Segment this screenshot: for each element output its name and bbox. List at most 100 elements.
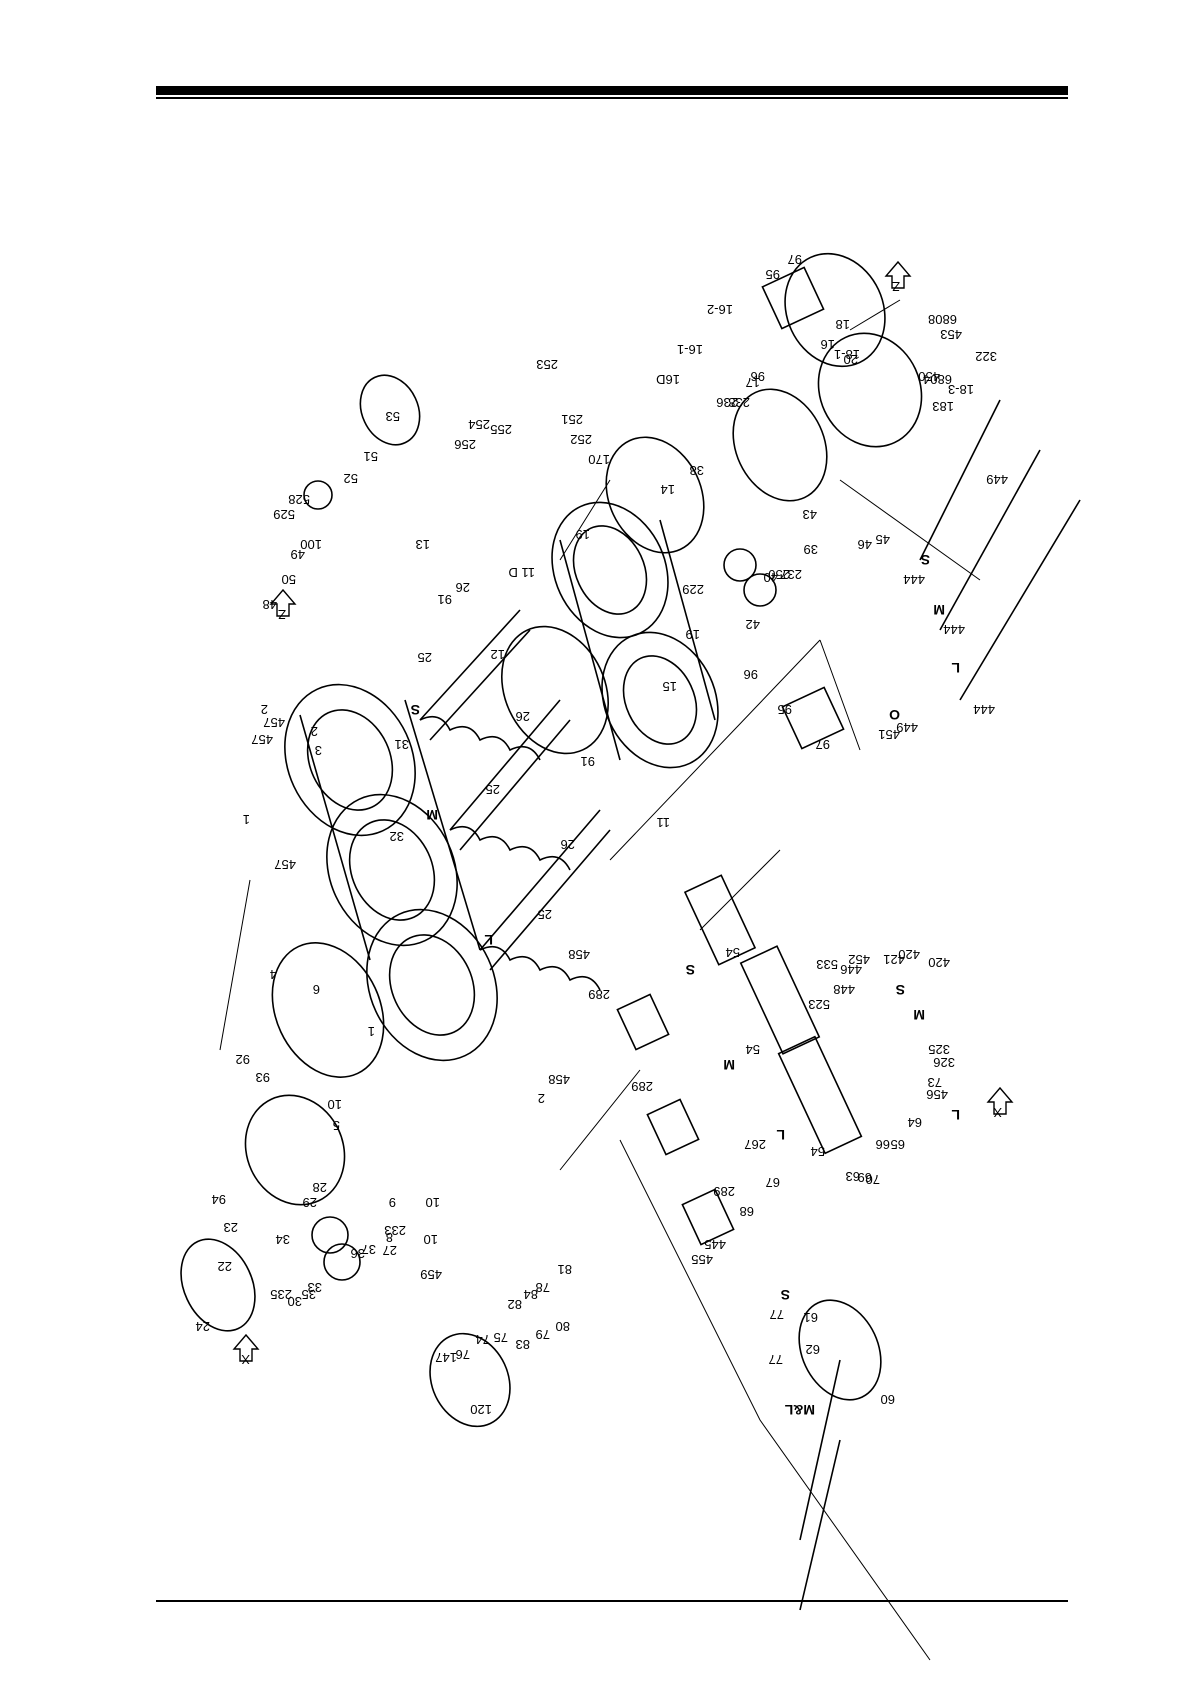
housing-stack-upper [284, 683, 498, 1062]
end-cover-92 [244, 1094, 346, 1206]
rod-444-s [919, 399, 1001, 561]
arrow-X-left: X [232, 1333, 260, 1367]
label-p13: 13 [416, 537, 430, 552]
label-p256: 256 [454, 437, 476, 452]
label-p51: 51 [364, 449, 378, 464]
label-p16: 16 [821, 337, 835, 352]
label-p49: 49 [291, 547, 305, 562]
label-p42: 42 [746, 617, 760, 632]
series-M-valve: M [723, 1057, 735, 1073]
label-p15: 15 [663, 679, 677, 694]
label-p60: 60 [881, 1392, 895, 1407]
label-p30: 30 [288, 1294, 302, 1309]
rod-444-l [959, 499, 1081, 701]
label-p289: 289 [588, 987, 610, 1002]
label-p120: 120 [470, 1402, 492, 1417]
label-p255: 255 [490, 422, 512, 437]
label-p4: 4 [270, 967, 277, 982]
label-p25c: 25 [538, 907, 552, 922]
direction-arrows: X X Z Z [232, 260, 1014, 1367]
label-p16_2: 16-2 [707, 302, 733, 317]
label-p2c: 2 [538, 1091, 545, 1106]
label-p43: 43 [803, 507, 817, 522]
label-p37: 37 [362, 1242, 376, 1257]
label-p448: 448 [833, 982, 855, 997]
label-p65: 65 [891, 1137, 905, 1152]
gasket-12 [500, 625, 610, 755]
label-p25: 25 [418, 650, 432, 665]
label-p455: 455 [691, 1252, 713, 1267]
series-M-rotor: M [426, 807, 438, 823]
slide-piston-1 [616, 993, 670, 1051]
bearing-c [723, 548, 757, 582]
label-p74: 74 [476, 1332, 490, 1347]
label-p233: 233 [384, 1223, 406, 1238]
slide-valve-l [777, 1035, 863, 1155]
label-p93: 93 [256, 1070, 270, 1085]
label-p14: 14 [661, 482, 675, 497]
label-p444b: 444 [943, 622, 965, 637]
header-rule-thick [156, 86, 1068, 95]
label-p96: 96 [751, 369, 765, 384]
gasket-14 [605, 436, 705, 554]
label-p10b: 10 [426, 1195, 440, 1210]
label-p457b: 457 [263, 715, 285, 730]
label-p12: 12 [491, 647, 505, 662]
label-p20: 20 [844, 352, 858, 367]
arrow-Z-right: Z [884, 260, 912, 294]
arrow-X-right: X [986, 1086, 1014, 1120]
label-p251: 251 [561, 412, 583, 427]
label-p267: 267 [744, 1137, 766, 1152]
label-p95b: 95 [778, 702, 792, 717]
label-p5: 5 [333, 1118, 340, 1133]
slide-valve-m [739, 945, 821, 1055]
label-p23: 23 [224, 1220, 238, 1235]
label-p83: 83 [516, 1337, 530, 1352]
label-p61: 61 [804, 1310, 818, 1325]
gasket-23 [180, 1238, 256, 1332]
label-p32: 32 [390, 829, 404, 844]
series-S-piston: S [896, 982, 905, 998]
series-L-piston: L [951, 1107, 960, 1123]
label-p170: 170 [588, 452, 610, 467]
label-p528: 528 [288, 492, 310, 507]
bearing-d [743, 573, 777, 607]
label-p38: 38 [690, 463, 704, 478]
rotor-set [419, 609, 611, 991]
housing-stack-lower [551, 501, 719, 769]
label-p17: 17 [746, 375, 760, 390]
label-p67: 67 [766, 1175, 780, 1190]
label-p235: 235 [270, 1287, 292, 1302]
arrow-X-right-label: X [993, 1105, 1002, 1120]
label-p54: 54 [726, 945, 740, 960]
arrow-Z-top-label: Z [278, 607, 286, 622]
label-p22: 22 [218, 1259, 232, 1274]
label-p18_1: 18-1 [834, 347, 860, 362]
label-p420: 420 [898, 947, 920, 962]
label-p91b: 91 [581, 754, 595, 769]
series-S-rod: S [921, 552, 930, 568]
label-p237: 237 [780, 567, 802, 582]
series-L-rod: L [951, 660, 960, 676]
label-p444: 444 [903, 572, 925, 587]
label-p453: 453 [940, 327, 962, 342]
flange-95 [761, 266, 825, 330]
label-p46: 46 [858, 537, 872, 552]
slide-piston-2 [646, 1098, 700, 1156]
label-p322: 322 [975, 349, 997, 364]
label-p79: 79 [536, 1327, 550, 1342]
label-p529: 529 [273, 507, 295, 522]
label-p52: 52 [344, 471, 358, 486]
label-p97: 97 [788, 252, 802, 267]
arrow-X-left-label: X [241, 1352, 250, 1367]
series-L-valve: L [776, 1127, 785, 1143]
rod-77-b [799, 1439, 841, 1611]
series-S-valve: S [686, 962, 695, 978]
series-S-rotor: S [411, 702, 420, 718]
gasket-6 [271, 942, 385, 1078]
label-p25b: 25 [486, 782, 500, 797]
label-p445: 445 [704, 1237, 726, 1252]
label-p183: 183 [932, 399, 954, 414]
end-cover-51 [359, 374, 421, 446]
